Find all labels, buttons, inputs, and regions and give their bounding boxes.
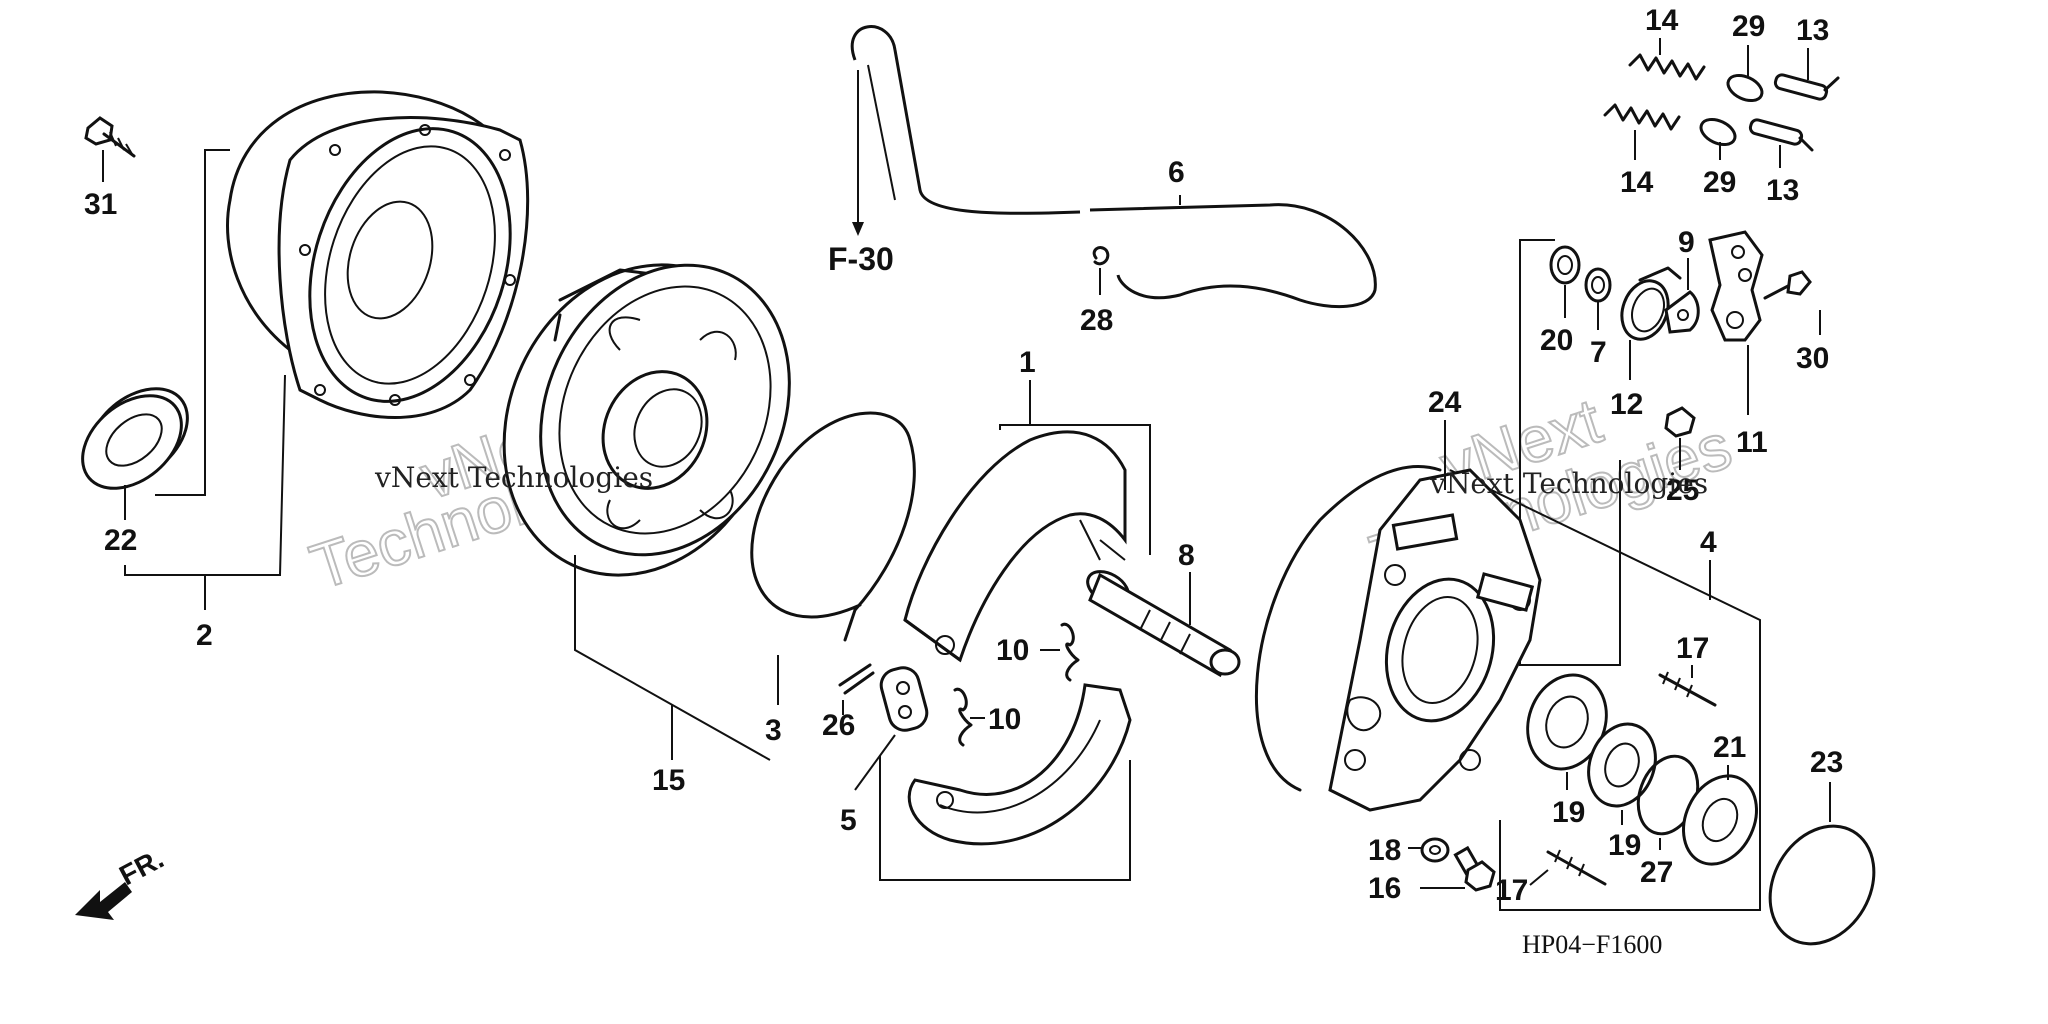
bracket-1 [999, 424, 1151, 555]
spring-14-lower [1603, 103, 1681, 160]
callout-21: 21 [1713, 731, 1746, 764]
callout-5: 5 [840, 804, 857, 837]
callout-4: 4 [1700, 526, 1717, 559]
oring-3 [750, 411, 916, 705]
brake-panel-24 [1254, 420, 1542, 812]
collar-29-lower [1699, 117, 1737, 160]
callout-19-b: 19 [1608, 829, 1641, 862]
callout-29-lower: 29 [1703, 166, 1736, 199]
callout-25: 25 [1666, 474, 1699, 507]
callout-26: 26 [822, 709, 855, 742]
brake-shoe-lower [907, 683, 1132, 846]
callout-3: 3 [765, 714, 782, 747]
cam-shaft-8 [1086, 570, 1241, 678]
callout-20: 20 [1540, 324, 1573, 357]
brake-drum-2 [226, 90, 530, 419]
callout-16: 16 [1368, 872, 1401, 905]
callout-7: 7 [1590, 336, 1607, 369]
hose-6 [1089, 195, 1377, 309]
brake-shoe-1 [903, 430, 1127, 663]
callout-10-upper: 10 [996, 634, 1029, 667]
svg-text:FR.: FR. [114, 843, 168, 892]
callout-13-lower: 13 [1766, 174, 1799, 207]
stopper-9 [1664, 258, 1700, 334]
watermark-left: vNext Technologies [374, 461, 653, 494]
hose-upper [850, 25, 1081, 215]
bolt-31 [84, 116, 136, 182]
bracket-4 [1449, 469, 1761, 911]
plate-5 [854, 666, 929, 791]
bearing-19-b [1587, 722, 1657, 825]
drum-hub-15 [502, 263, 791, 577]
callout-8: 8 [1178, 539, 1195, 572]
seal-20 [1549, 245, 1581, 285]
stud-17-upper [1658, 665, 1717, 707]
nut-25 [1664, 406, 1696, 470]
spring-14-upper [1628, 38, 1706, 81]
arm-11 [1708, 230, 1764, 415]
callout-17-upper: 17 [1676, 632, 1709, 665]
callout-10-lower: 10 [988, 703, 1021, 736]
callout-24: 24 [1428, 386, 1462, 419]
callout-14-upper: 14 [1645, 4, 1679, 37]
seal-22 [81, 387, 189, 520]
bracket-2 [155, 149, 230, 496]
callout-2: 2 [196, 619, 213, 652]
washer-18 [1408, 837, 1450, 863]
spring-10-upper [1040, 622, 1080, 682]
callout-23: 23 [1810, 746, 1843, 779]
pin-13-lower [1748, 118, 1814, 168]
diagram-code: HP04−F1600 [1522, 930, 1662, 959]
callout-9: 9 [1678, 226, 1695, 259]
bracket-15 [574, 555, 771, 761]
washer-7 [1584, 267, 1612, 330]
front-arrow: FR. [75, 843, 169, 920]
bracket-4-upper [1519, 239, 1621, 666]
callout-1: 1 [1019, 346, 1036, 379]
pin-13-upper [1773, 48, 1840, 101]
callout-11: 11 [1736, 426, 1768, 459]
callout-12: 12 [1610, 388, 1643, 421]
callout-27: 27 [1640, 856, 1673, 889]
callout-6: 6 [1168, 156, 1185, 189]
callout-13-upper: 13 [1796, 14, 1829, 47]
bearing-19-a [1526, 673, 1608, 790]
callout-15: 15 [652, 764, 685, 797]
callout-28: 28 [1080, 304, 1113, 337]
callout-31: 31 [84, 188, 117, 221]
bolt-16 [1420, 845, 1496, 892]
oring-23 [1768, 782, 1876, 946]
callout-22: 22 [104, 524, 137, 557]
watermark-right: vNext Technologies [1429, 467, 1708, 500]
bracket-lower-shoe [879, 755, 1131, 881]
callout-17-lower: 17 [1495, 874, 1528, 907]
callout-19-a: 19 [1552, 796, 1585, 829]
callout-14-lower: 14 [1620, 166, 1654, 199]
spring-10-lower [953, 687, 985, 747]
clip-28 [1092, 246, 1110, 295]
seal-21 [1682, 765, 1758, 866]
callout-18: 18 [1368, 834, 1401, 867]
collar-29-upper [1726, 45, 1764, 103]
stud-17-lower [1529, 849, 1607, 886]
callout-29-upper: 29 [1732, 10, 1765, 43]
pin-26 [838, 663, 875, 715]
bolt-30 [1763, 270, 1821, 335]
callout-30: 30 [1796, 342, 1829, 375]
spring-12 [1620, 266, 1682, 380]
reference-f30: F-30 [828, 241, 894, 277]
